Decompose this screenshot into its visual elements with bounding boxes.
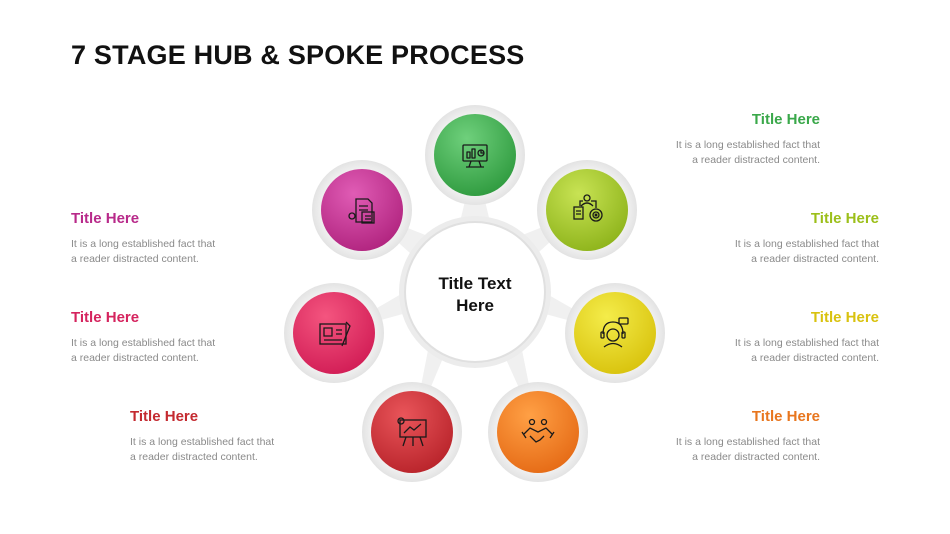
stage-text-6: Title Here It is a long established fact… (71, 309, 271, 366)
stage-heading-7: Title Here (71, 210, 140, 227)
stage-text-7: Title Here It is a long established fact… (71, 210, 271, 267)
hub-label-line2: Here (456, 296, 494, 315)
stage-text-1: Title Here It is a long established fact… (620, 111, 820, 168)
stage-heading-4: Title Here (751, 408, 820, 425)
stage-text-4: Title Here It is a long established fact… (620, 408, 820, 465)
stage-node-1[interactable] (434, 114, 516, 196)
stage-body-4-line2: a reader distracted content. (692, 451, 820, 463)
stage-body-3-line2: a reader distracted content. (751, 352, 879, 364)
stage-body-4-line1: It is a long established fact that (675, 436, 820, 448)
hub-circle (404, 221, 546, 363)
stage-body-6-line1: It is a long established fact that (71, 337, 216, 349)
stage-body-7-line1: It is a long established fact that (71, 238, 216, 250)
team-target-icon (573, 194, 603, 222)
presentation-board-icon (397, 417, 427, 447)
stage-text-2: Title Here It is a long established fact… (679, 210, 879, 267)
stage-body-2-line1: It is a long established fact that (734, 238, 879, 250)
customer-support-icon (600, 317, 629, 348)
stage-body-5-line2: a reader distracted content. (130, 451, 258, 463)
stage-node-5[interactable] (371, 391, 453, 473)
stage-text-3: Title Here It is a long established fact… (679, 309, 879, 366)
calculator-document-icon (348, 198, 375, 224)
slide-title: 7 STAGE HUB & SPOKE PROCESS (71, 40, 525, 70)
stage-heading-6: Title Here (71, 309, 140, 326)
handshake-icon (521, 418, 555, 443)
stage-node-3[interactable] (574, 292, 656, 374)
stage-body-1-line1: It is a long established fact that (675, 139, 820, 151)
stage-body-3-line1: It is a long established fact that (734, 337, 879, 349)
hub-label-line1: Title Text (438, 274, 511, 293)
stage-body-1-line2: a reader distracted content. (692, 154, 820, 166)
stage-node-7[interactable] (321, 169, 403, 251)
stage-node-6[interactable] (293, 292, 375, 374)
stage-heading-3: Title Here (810, 309, 879, 326)
stage-heading-1: Title Here (751, 111, 820, 128)
stage-heading-5: Title Here (130, 408, 199, 425)
stage-text-5: Title Here It is a long established fact… (130, 408, 330, 465)
monitor-chart-icon (462, 144, 488, 168)
stage-body-6-line2: a reader distracted content. (71, 352, 199, 364)
blueprint-icon (319, 321, 351, 347)
stage-body-7-line2: a reader distracted content. (71, 253, 199, 265)
stage-heading-2: Title Here (810, 210, 879, 227)
stage-node-4[interactable] (497, 391, 579, 473)
stage-node-2[interactable] (546, 169, 628, 251)
stage-body-2-line2: a reader distracted content. (751, 253, 879, 265)
stage-body-5-line1: It is a long established fact that (130, 436, 275, 448)
